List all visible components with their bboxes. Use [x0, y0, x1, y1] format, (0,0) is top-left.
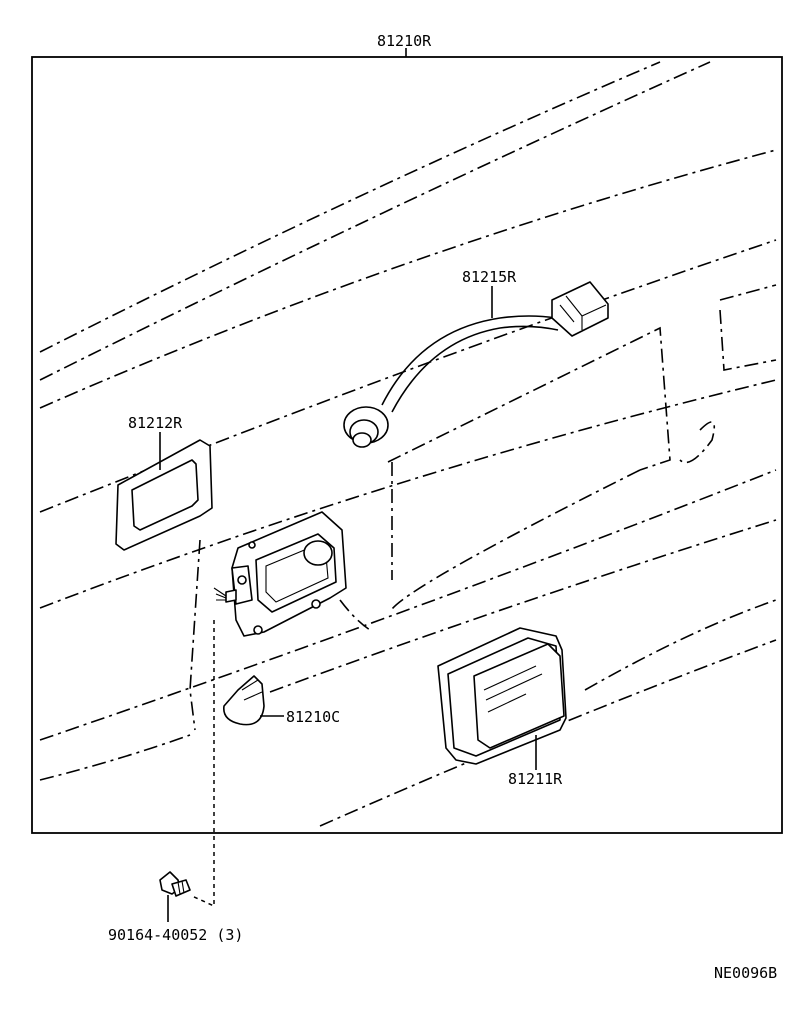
label-81210r: 81210R	[377, 32, 432, 50]
diagram-code: NE0096B	[714, 964, 777, 982]
label-81211r: 81211R	[508, 770, 563, 788]
lamp-housing	[213, 511, 347, 637]
bulb-81210c	[223, 675, 265, 726]
assembly-frame	[31, 56, 783, 834]
label-81210c: 81210C	[286, 708, 340, 726]
screw-path	[191, 620, 215, 908]
label-81215r: 81215R	[462, 268, 517, 286]
label-90164-40052: 90164-40052 (3)	[108, 926, 243, 944]
label-81212r: 81212R	[128, 414, 183, 432]
panel-contours	[39, 61, 777, 827]
gasket-81212r	[115, 439, 213, 551]
screw-90164	[159, 871, 191, 897]
lens-81211r	[437, 627, 567, 765]
wire-socket-81215r	[343, 281, 609, 448]
